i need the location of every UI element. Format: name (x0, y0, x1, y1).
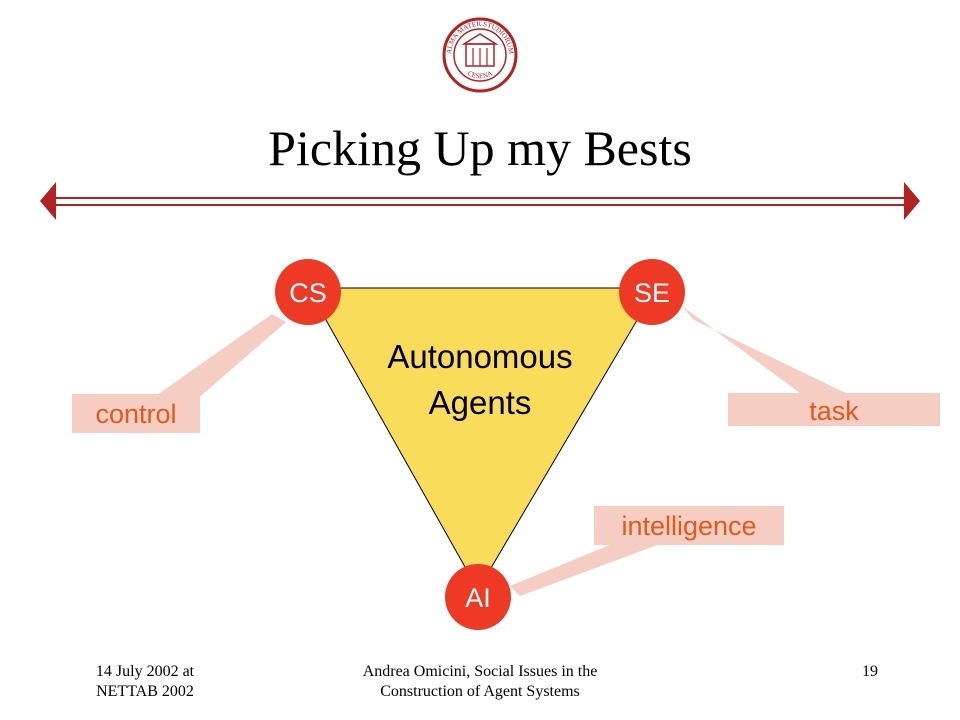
footer-page-number: 19 (862, 663, 878, 680)
slide-title: Picking Up my Bests (268, 120, 692, 176)
footer-date-line2: NETTAB 2002 (96, 683, 194, 700)
footer-author: Andrea Omicini, Social Issues in the Con… (330, 662, 630, 702)
control-callout-label: control (95, 399, 176, 429)
right-arrowhead-icon (904, 182, 920, 220)
node-ai: AI (445, 564, 511, 630)
title-divider (40, 182, 920, 220)
footer-author-line2: Construction of Agent Systems (380, 683, 580, 700)
task-callout-label: task (809, 396, 859, 426)
node-ai-label: AI (465, 583, 491, 613)
node-se-label: SE (634, 278, 670, 308)
intelligence-callout: intelligence (594, 506, 784, 545)
control-callout: control (72, 394, 200, 433)
intelligence-callout-pointer (510, 544, 660, 596)
university-seal-icon: ALMA MATER STUDIORUM CESENA (442, 17, 518, 93)
center-label-line2: Agents (429, 384, 532, 421)
center-label-line1: Autonomous (387, 338, 572, 375)
footer-date: 14 July 2002 at NETTAB 2002 (60, 662, 230, 702)
footer-date-line1: 14 July 2002 at (95, 663, 195, 680)
node-cs-label: CS (289, 278, 327, 308)
node-se: SE (619, 259, 685, 325)
agents-triangle (307, 287, 657, 592)
footer-author-line1: Andrea Omicini, Social Issues in the (362, 663, 598, 680)
node-cs: CS (275, 259, 341, 325)
task-callout: task (728, 393, 940, 426)
intelligence-callout-label: intelligence (621, 511, 756, 541)
task-callout-pointer (682, 306, 852, 396)
seal-arc-bottom-text: CESENA (466, 69, 494, 80)
control-callout-pointer (150, 314, 286, 400)
left-arrowhead-icon (40, 182, 56, 220)
